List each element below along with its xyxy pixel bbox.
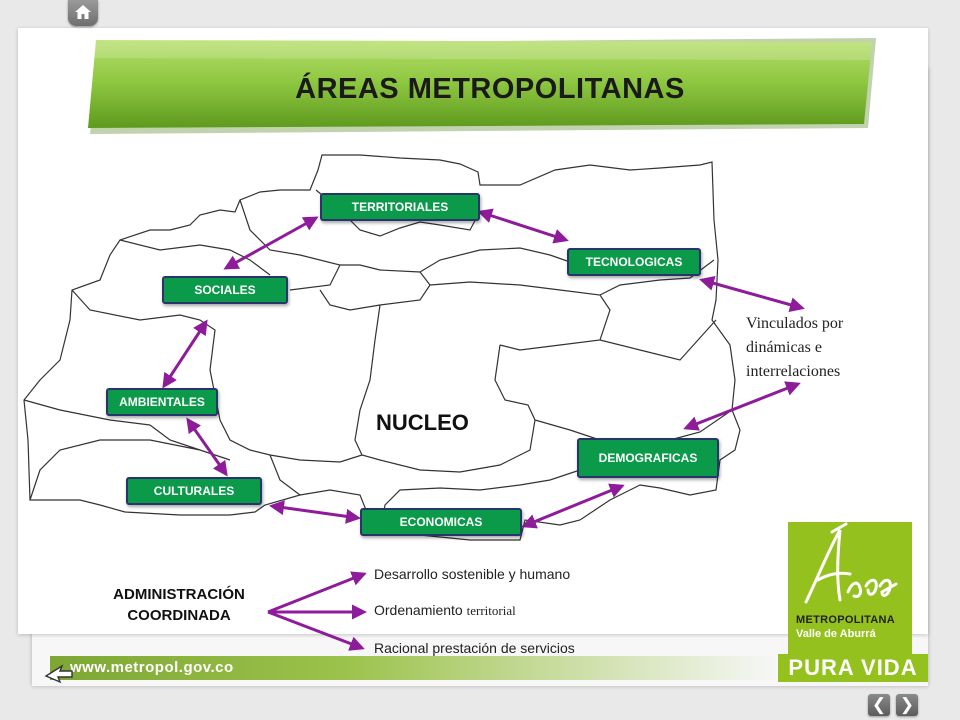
node-sociales: SOCIALES — [162, 276, 288, 304]
goal-ordenamiento-serif: territorial — [466, 603, 516, 618]
area-metropolitana-logo — [788, 522, 912, 654]
title-banner — [88, 38, 876, 134]
page-title: ÁREAS METROPOLITANAS — [295, 73, 685, 105]
arrow-territoriales-sociales — [223, 216, 319, 270]
prev-slide-button[interactable]: ❮ — [868, 694, 890, 716]
administracion-line-2: COORDINADA — [127, 607, 231, 624]
chevron-left-icon: ❮ — [871, 695, 887, 714]
arrow-tecnologicas-vinculados — [699, 276, 805, 312]
goal-ordenamiento: Ordenamiento territorial — [374, 602, 516, 619]
logo-text-metropolitana: METROPOLITANA — [796, 614, 896, 626]
administracion-line-1: ADMINISTRACIÓN — [113, 586, 245, 603]
goal-ordenamiento-main: Ordenamiento — [374, 602, 463, 618]
arrow-admin-goal-1 — [267, 571, 367, 614]
arrow-admin-goal-3 — [267, 610, 365, 651]
website-url: www.metropol.gov.co — [70, 659, 234, 676]
node-economicas: ECONOMICAS — [360, 508, 522, 536]
pointer-arrow-icon — [44, 664, 73, 684]
next-slide-button[interactable]: ❯ — [896, 694, 918, 716]
arrow-vinculados-demograficas — [683, 381, 801, 431]
administracion-label: ADMINISTRACIÓN COORDINADA — [90, 584, 268, 626]
nucleo-label: NUCLEO — [376, 410, 469, 435]
goal-racional: Racional prestación de servicios — [374, 640, 575, 656]
area-script-mark — [804, 522, 898, 604]
slogan: PURA VIDA — [778, 654, 928, 682]
logo-text-valle: Valle de Aburrá — [796, 628, 876, 640]
arrow-culturales-economicas — [269, 500, 361, 524]
node-demograficas: DEMOGRAFICAS — [577, 438, 719, 478]
node-territoriales: TERRITORIALES — [320, 193, 480, 221]
map-divisions — [23, 189, 733, 533]
node-tecnologicas: TECNOLOGICAS — [567, 248, 701, 276]
goal-desarrollo: Desarrollo sostenible y humano — [374, 566, 571, 582]
arrow-sociales-ambientales — [162, 319, 208, 389]
home-button[interactable] — [68, 0, 98, 26]
arrow-ambientales-culturales — [186, 417, 228, 477]
vinculados-note: Vinculados por dinámicas e interrelacion… — [746, 315, 844, 380]
arrow-economicas-demograficas — [521, 483, 625, 529]
node-culturales: CULTURALES — [126, 477, 262, 505]
chevron-right-icon: ❯ — [899, 695, 915, 714]
home-icon — [75, 5, 91, 19]
url-strip — [50, 656, 778, 680]
arrow-territoriales-tecnologicas — [477, 208, 569, 244]
node-ambientales: AMBIENTALES — [106, 388, 218, 416]
